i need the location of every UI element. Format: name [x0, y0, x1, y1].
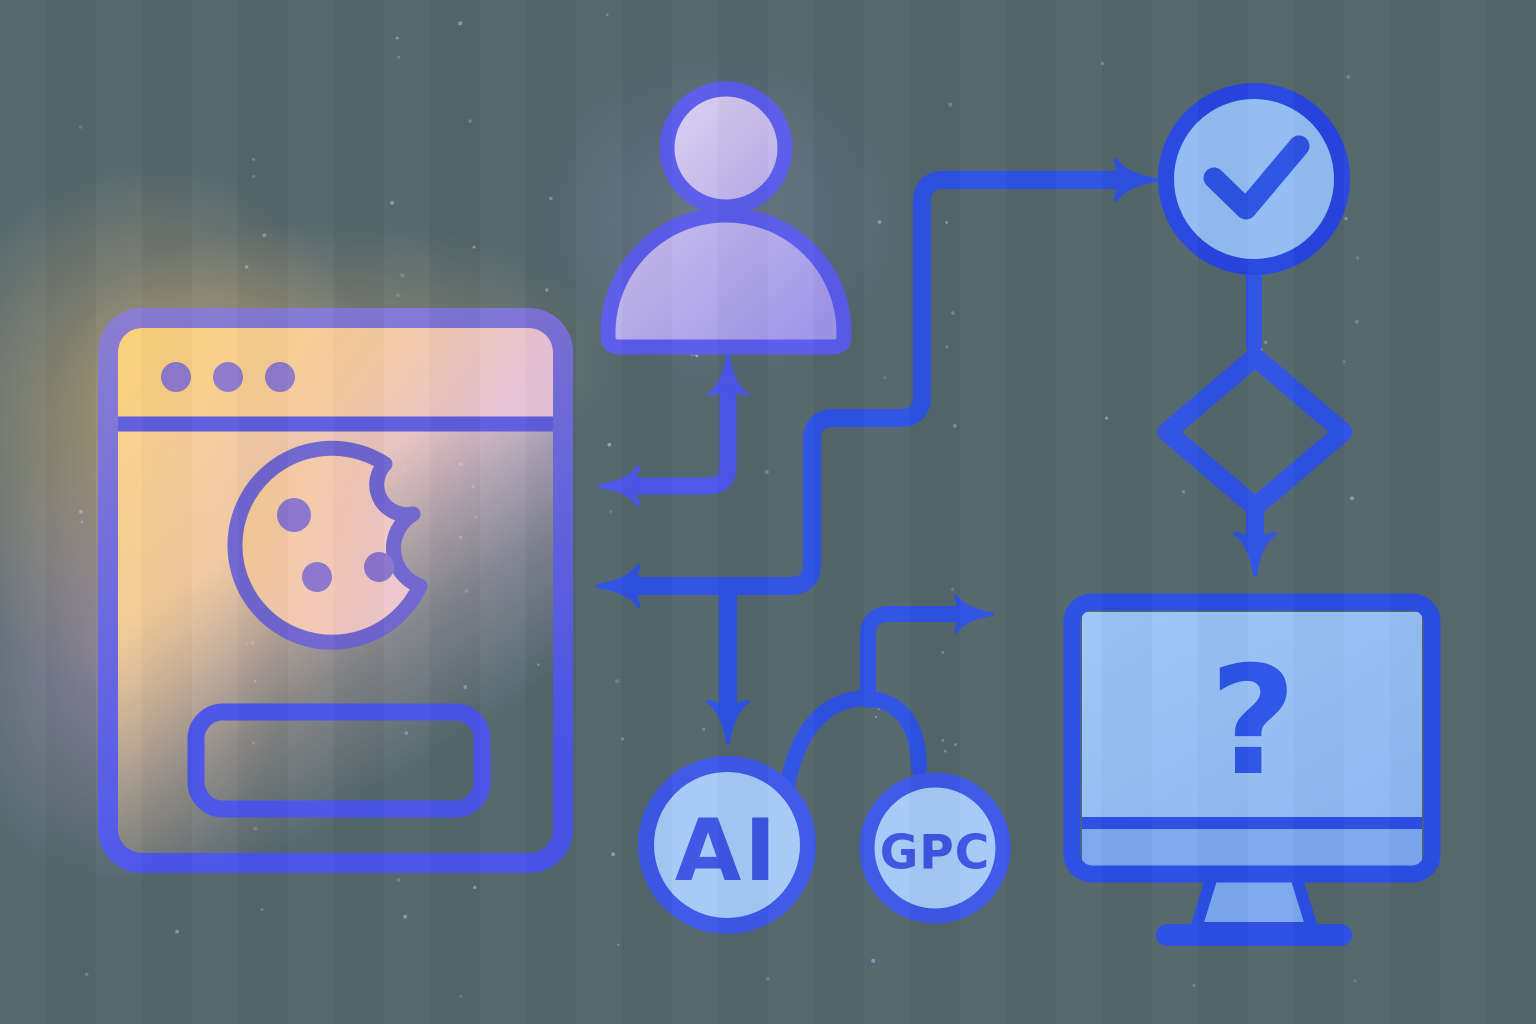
cookie-body	[227, 440, 428, 650]
monitor-chin	[1082, 829, 1422, 866]
cookie-chips	[277, 498, 394, 592]
monitor-base	[1156, 924, 1352, 946]
cookie-icon	[227, 440, 428, 650]
connector-arch	[778, 689, 927, 800]
approval-node	[1158, 83, 1350, 275]
arrow-user-browser	[597, 353, 749, 507]
window-frame	[98, 308, 573, 873]
arrow-right-to-monitor	[860, 594, 995, 708]
browser-window	[98, 308, 573, 873]
ai-label: AI	[675, 801, 780, 901]
flow-path-approval-browser	[595, 158, 1159, 608]
cookie-chip	[302, 562, 332, 592]
monitor-frame	[1063, 593, 1441, 883]
window-traffic-dots	[161, 362, 295, 392]
traffic-dot	[265, 362, 295, 392]
traffic-dot	[213, 362, 243, 392]
gpc-label: GPC	[880, 826, 991, 881]
decision-diamond-icon	[1157, 347, 1353, 517]
ai-circle	[638, 756, 816, 934]
user-head	[659, 81, 793, 215]
ai-badge: AI	[638, 756, 816, 934]
monitor-screen	[1082, 612, 1422, 817]
cookie-chip	[277, 498, 311, 532]
consent-bar	[187, 703, 491, 818]
window-header	[118, 328, 553, 420]
question-mark: ?	[1209, 635, 1296, 809]
gpc-badge: GPC	[859, 772, 1011, 924]
check-circle	[1158, 83, 1350, 275]
check-icon	[1203, 135, 1310, 220]
traffic-dot	[161, 362, 191, 392]
monitor-icon: ?	[1063, 593, 1441, 946]
gpc-circle	[859, 772, 1011, 924]
cookie-chip	[364, 552, 394, 582]
